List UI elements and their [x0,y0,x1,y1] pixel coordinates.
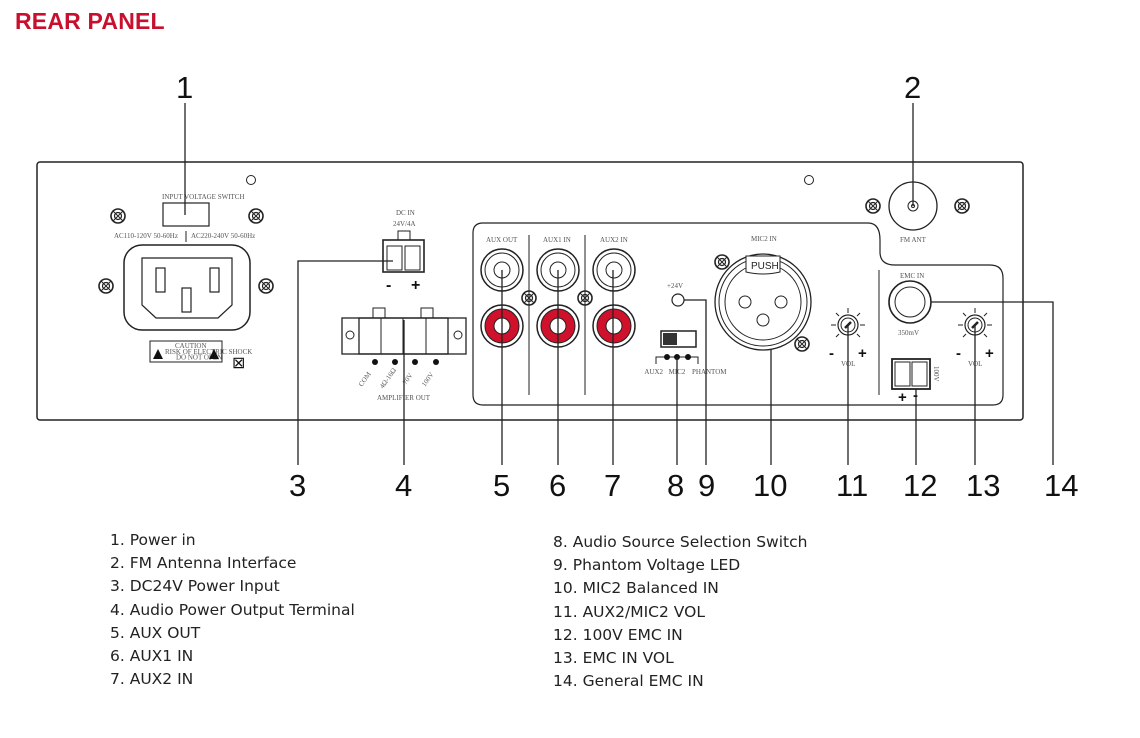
callout-1: 1 [176,70,193,105]
aux2-in-jacks[interactable] [592,248,636,348]
switch-aux2: AUX2 [644,368,663,376]
legend-item: 3. DC24V Power Input [110,577,280,596]
callout-9: 9 [698,468,715,503]
weee-bin-icon: ⊠ [232,355,245,372]
callout-7: 7 [604,468,621,503]
vol-plus: + [858,345,867,362]
push-label: PUSH [751,261,779,272]
aux1-in-jacks[interactable] [536,248,580,348]
source-selection-switch[interactable] [660,330,697,348]
switch-phantom: PHANTOM [692,368,727,376]
terminal-70v: 70V [401,372,414,386]
caution-label: CAUTION [175,342,207,350]
callout-leaders [184,103,1054,465]
legend-item: 7. AUX2 IN [110,670,194,689]
callout-2: 2 [904,70,921,105]
emc-level-label: 350mV [898,329,919,337]
legend-item: 1. Power in [110,531,196,549]
input-voltage-switch[interactable] [162,202,210,227]
callout-8: 8 [667,468,684,503]
terminal-4-16ohm: 4Ω-16Ω [378,367,398,391]
v100-label: 100V [932,366,940,382]
legend-item: 11. AUX2/MIC2 VOL [553,602,705,621]
power-inlet-icon [123,244,251,331]
dc-in-connector[interactable] [382,230,425,273]
emc-in-jack[interactable] [888,280,932,324]
plus24v-label: +24V [667,282,683,290]
callout-3: 3 [289,468,306,503]
ac220-label: AC220-240V 50-60Hz [191,232,255,240]
legend-item: 5. AUX OUT [110,623,201,642]
terminal-com: COM [357,370,373,388]
dc-plus: + [411,277,420,294]
caution-sub1: RISK OF ELECTRIC SHOCK [165,348,252,356]
aux-out-label: AUX OUT [486,236,518,244]
dc-rating-label: 24V/4A [393,220,416,228]
legend-item: 12. 100V EMC IN [553,625,683,644]
emc-100v-connector[interactable] [891,358,931,390]
callout-14: 14 [1044,468,1078,503]
emc-plus: + [898,389,907,406]
legend-item: 9. Phantom Voltage LED [553,556,741,575]
emc-vol-plus: + [985,345,994,362]
fm-ant-label: FM ANT [900,236,927,244]
aux1-in-label: AUX1 IN [543,236,571,244]
legend-item: 6. AUX1 IN [110,647,194,666]
legend-item: 8. Audio Source Selection Switch [553,533,808,551]
legend-item: 4. Audio Power Output Terminal [110,600,355,619]
legend-item: 2. FM Antenna Interface [110,554,297,573]
callout-13: 13 [966,468,1000,503]
callout-10: 10 [753,468,787,503]
terminal-100v: 100V [420,371,435,388]
emc-vol-minus: - [956,345,961,362]
aux2-in-label: AUX2 IN [600,236,628,244]
dc-in-label: DC IN [396,209,415,217]
callout-6: 6 [549,468,566,503]
phantom-led [671,293,685,307]
dc-minus: - [386,277,391,294]
legend-item: 10. MIC2 Balanced IN [553,579,719,598]
inner-panel-outline [472,222,1004,406]
input-voltage-switch-label: INPUT VOLTAGE SWITCH [162,193,245,201]
callout-12: 12 [903,468,937,503]
legend-right: 8. Audio Source Selection Switch 9. Phan… [553,531,807,693]
vol-minus: - [829,345,834,362]
caution-sub2: DO NOT OPEN [176,354,222,362]
mic2-in-label: MIC2 IN [751,235,777,243]
callout-5: 5 [493,468,510,503]
legend-left: 1. Power in 2. FM Antenna Interface 3. D… [110,529,355,691]
xlr-mic2-input[interactable] [714,253,812,351]
ac110-label: AC110-120V 50-60Hz [114,232,178,240]
page-title: REAR PANEL [15,8,165,34]
legend-item: 13. EMC IN VOL [553,649,674,668]
panel-outline [36,161,1024,421]
callout-11: 11 [836,468,868,503]
callout-4: 4 [395,468,412,503]
legend-item: 14. General EMC IN [553,672,704,691]
emc-in-label: EMC IN [900,272,924,280]
